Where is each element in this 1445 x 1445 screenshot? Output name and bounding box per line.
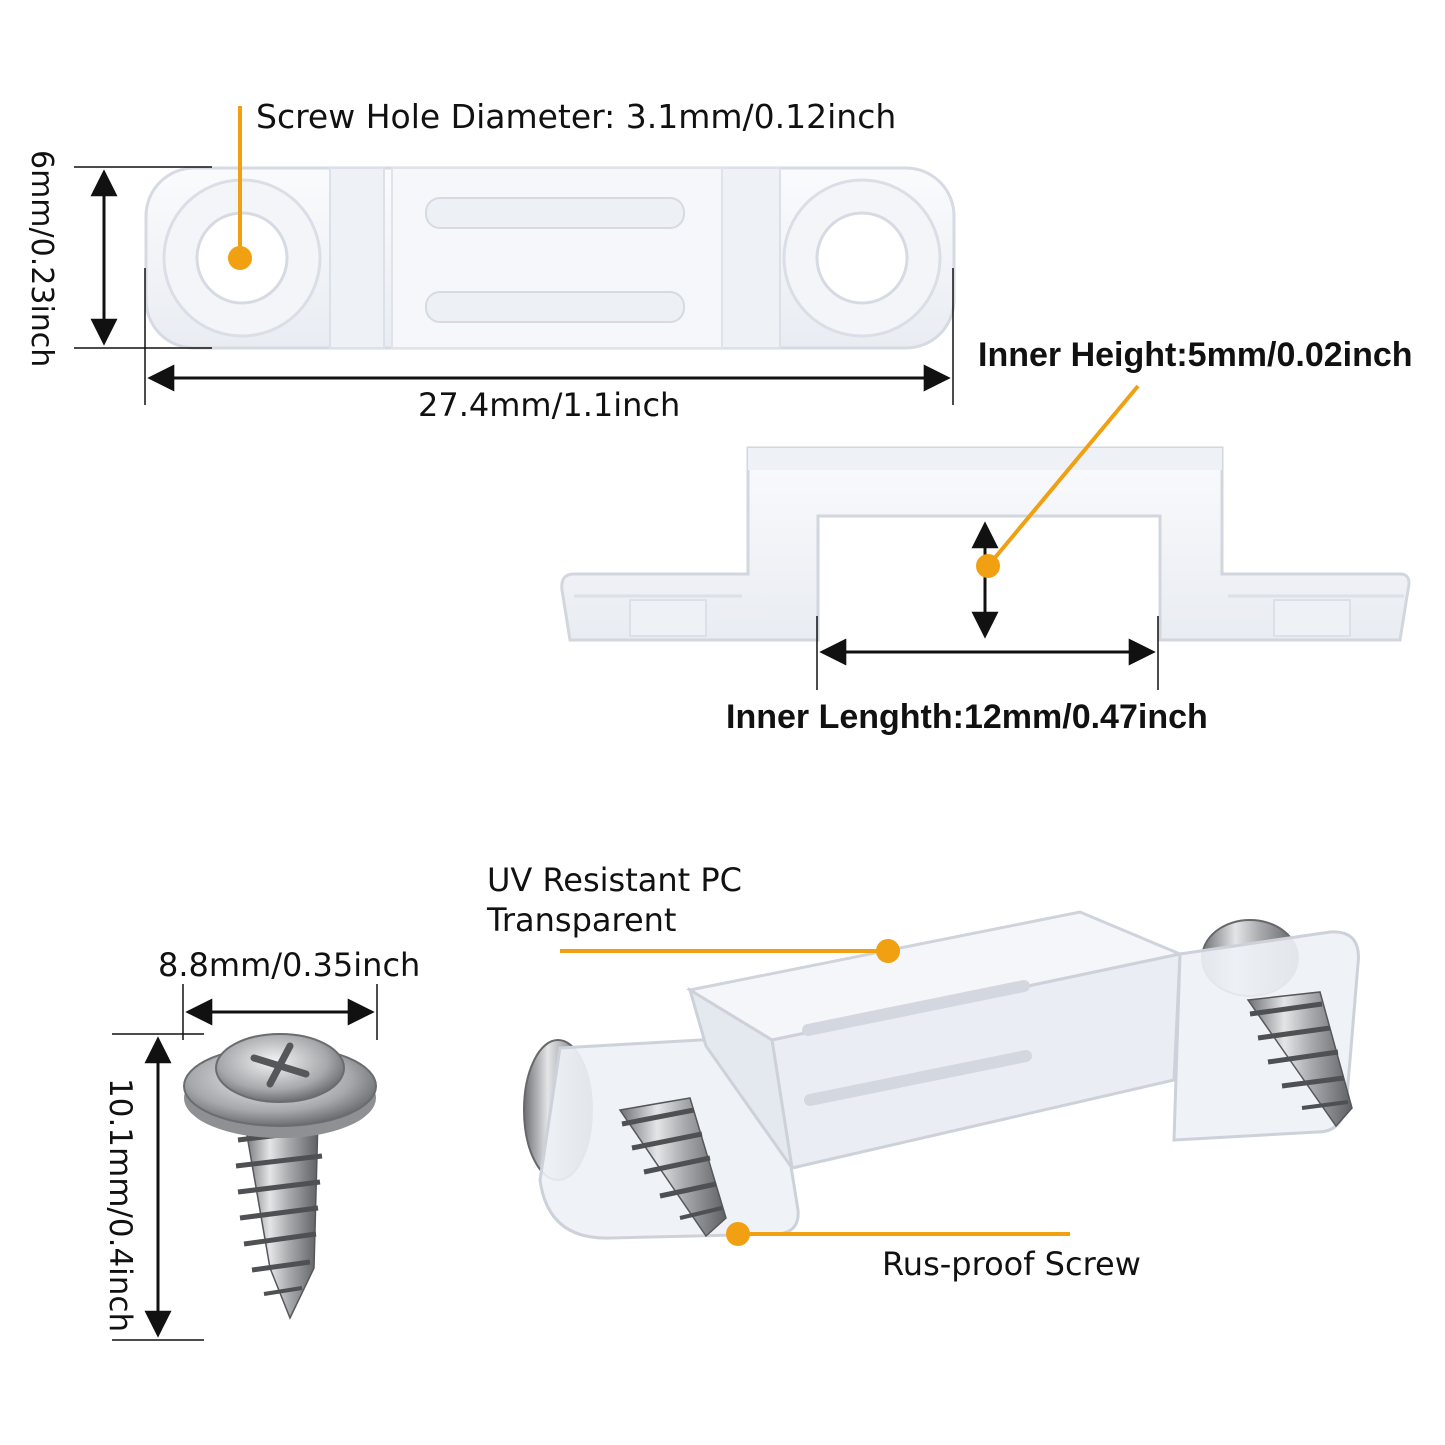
inner-length-dimension: Inner Lenghth:12mm/0.47inch xyxy=(726,616,1208,736)
screw-hole-right xyxy=(782,178,942,338)
screw-hole-diameter-label: Screw Hole Diameter: 3.1mm/0.12inch xyxy=(256,97,896,136)
phillips-recess-icon xyxy=(250,1042,310,1088)
inner-height-label: Inner Height:5mm/0.02inch xyxy=(978,336,1413,374)
screw-type-label: Rus-proof Screw xyxy=(882,1245,1141,1283)
screw-length-label: 10.1mm/0.4inch xyxy=(102,1078,138,1332)
clip-length-label: 27.4mm/1.1inch xyxy=(418,386,680,424)
material-label-line2: Transparent xyxy=(486,901,676,939)
screw-type-callout: Rus-proof Screw xyxy=(726,1222,1141,1283)
clip-side-view xyxy=(560,446,1411,642)
clip-assembled-view xyxy=(523,910,1360,1240)
inner-height-callout: Inner Height:5mm/0.02inch xyxy=(971,336,1413,639)
screw-width-dimension: 8.8mm/0.35inch xyxy=(158,946,420,1040)
clip-length-dimension: 27.4mm/1.1inch xyxy=(144,268,954,424)
inner-length-label: Inner Lenghth:12mm/0.47inch xyxy=(726,698,1208,736)
screw-image xyxy=(183,1033,377,1320)
screw-length-dimension: 10.1mm/0.4inch xyxy=(102,1033,204,1341)
screw-width-label: 8.8mm/0.35inch xyxy=(158,946,420,984)
material-callout: UV Resistant PC Transparent xyxy=(486,861,900,963)
clip-height-label: 6mm/0.23inch xyxy=(24,150,59,367)
clip-height-dimension: 6mm/0.23inch xyxy=(24,150,212,367)
material-label-line1: UV Resistant PC xyxy=(487,861,742,899)
clip-top-view xyxy=(144,166,956,350)
screw-hole-callout: Screw Hole Diameter: 3.1mm/0.12inch xyxy=(228,97,896,270)
